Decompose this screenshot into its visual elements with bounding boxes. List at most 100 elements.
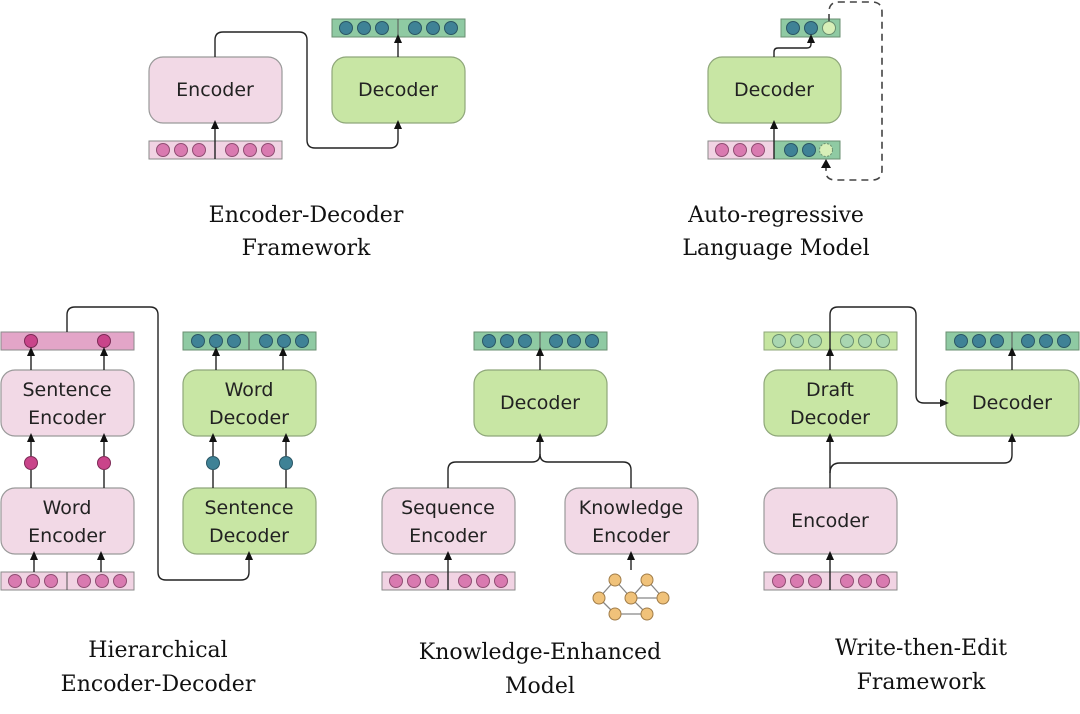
autoregressive-language-model: Decoder Auto-regressive Language Model	[682, 1, 883, 261]
draft-token	[790, 334, 804, 348]
input-token	[476, 574, 490, 588]
sentence-representation	[97, 456, 111, 470]
input-token	[225, 143, 239, 157]
generated-token	[802, 143, 816, 157]
output-token	[1021, 334, 1035, 348]
caption-line-1: Auto-regressive	[687, 203, 864, 228]
graph-node	[640, 573, 654, 587]
input-token	[44, 574, 58, 588]
graph-node	[624, 591, 638, 605]
output-token	[549, 334, 563, 348]
feedback-loop-arrow	[825, 1, 883, 181]
output-token	[500, 334, 514, 348]
output-token	[357, 21, 371, 35]
sentence-state	[206, 456, 220, 470]
word-encoder-label-2: Encoder	[28, 525, 106, 547]
output-token	[1039, 334, 1053, 348]
caption-line-2: Model	[505, 674, 575, 699]
output-token	[804, 21, 818, 35]
knowledge-enhanced-model: Decoder Sequence Encoder Knowledge Encod…	[381, 331, 699, 699]
input-token	[8, 574, 22, 588]
predicted-token	[822, 21, 836, 35]
draft-token	[876, 334, 890, 348]
output-token	[1057, 334, 1071, 348]
feedback-arrowhead	[821, 159, 831, 168]
generated-token	[784, 143, 798, 157]
output-token	[444, 21, 458, 35]
input-token	[26, 574, 40, 588]
output-token	[227, 334, 241, 348]
input-token	[407, 574, 421, 588]
input-token	[174, 143, 188, 157]
input-token	[77, 574, 91, 588]
graph-node	[592, 591, 606, 605]
input-token	[494, 574, 508, 588]
sentence-encoder-label-1: Sentence	[22, 379, 111, 401]
decoder-label: Decoder	[734, 79, 814, 101]
encoder-label: Encoder	[176, 79, 254, 101]
encoder-decoder-framework: Encoder Decoder Encoder-D	[148, 18, 466, 261]
knowledge-encoder-label-2: Encoder	[592, 525, 670, 547]
caption-line-1: Write-then-Edit	[835, 636, 1007, 661]
knowledge-graph	[592, 573, 670, 621]
draft-token	[772, 334, 786, 348]
caption-line-2: Language Model	[682, 236, 869, 261]
input-token	[751, 143, 765, 157]
caption-line-2: Framework	[857, 670, 986, 695]
decoder-label: Decoder	[358, 79, 438, 101]
input-token	[261, 143, 275, 157]
output-token-vector	[331, 18, 466, 38]
caption-line-1: Knowledge-Enhanced	[419, 640, 661, 665]
sequence-encoder-label-1: Sequence	[401, 497, 495, 519]
sequence-encoder-label-2: Encoder	[409, 525, 487, 547]
input-token	[113, 574, 127, 588]
word-decoder-label-2: Decoder	[209, 407, 289, 429]
context-arrow	[214, 31, 402, 149]
input-token	[790, 574, 804, 588]
encoder-label: Encoder	[791, 510, 869, 532]
output-token	[786, 21, 800, 35]
word-decoder-label-1: Word	[225, 379, 274, 401]
graph-node	[656, 591, 670, 605]
input-token-vector	[707, 140, 841, 160]
graph-node	[608, 573, 622, 587]
output-token	[259, 334, 273, 348]
sentence-representation	[24, 456, 38, 470]
output-token	[954, 334, 968, 348]
output-token	[990, 334, 1004, 348]
input-token-vector	[0, 571, 135, 591]
sentence-vector-bar	[0, 331, 135, 351]
hierarchical-encoder-decoder: Sentence Encoder Word Encoder	[0, 306, 317, 697]
output-token	[482, 334, 496, 348]
output-token	[426, 21, 440, 35]
input-token-vector	[381, 571, 516, 591]
caption-line-2: Framework	[242, 236, 371, 261]
context-arrow	[66, 306, 253, 581]
input-token	[876, 574, 890, 588]
input-token-vector	[763, 571, 898, 591]
input-token	[733, 143, 747, 157]
knowledge-encoder-label-1: Knowledge	[579, 497, 683, 519]
draft-decoder-label-2: Decoder	[790, 407, 870, 429]
input-token	[425, 574, 439, 588]
output-token	[209, 334, 223, 348]
caption-line-2: Encoder-Decoder	[61, 672, 256, 697]
input-token	[715, 143, 729, 157]
word-decoder-box	[182, 369, 317, 437]
output-token	[339, 21, 353, 35]
input-token	[772, 574, 786, 588]
sentence-encoder-box	[0, 369, 135, 437]
output-token	[585, 334, 599, 348]
word-encoder-label-1: Word	[43, 497, 92, 519]
decoder-label: Decoder	[972, 392, 1052, 414]
input-token	[808, 574, 822, 588]
input-token	[156, 143, 170, 157]
fed-back-token	[819, 143, 833, 157]
graph-node	[608, 607, 622, 621]
input-token	[858, 574, 872, 588]
draft-token	[840, 334, 854, 348]
caption-line-1: Encoder-Decoder	[209, 203, 404, 228]
output-token	[375, 21, 389, 35]
input-token	[243, 143, 257, 157]
